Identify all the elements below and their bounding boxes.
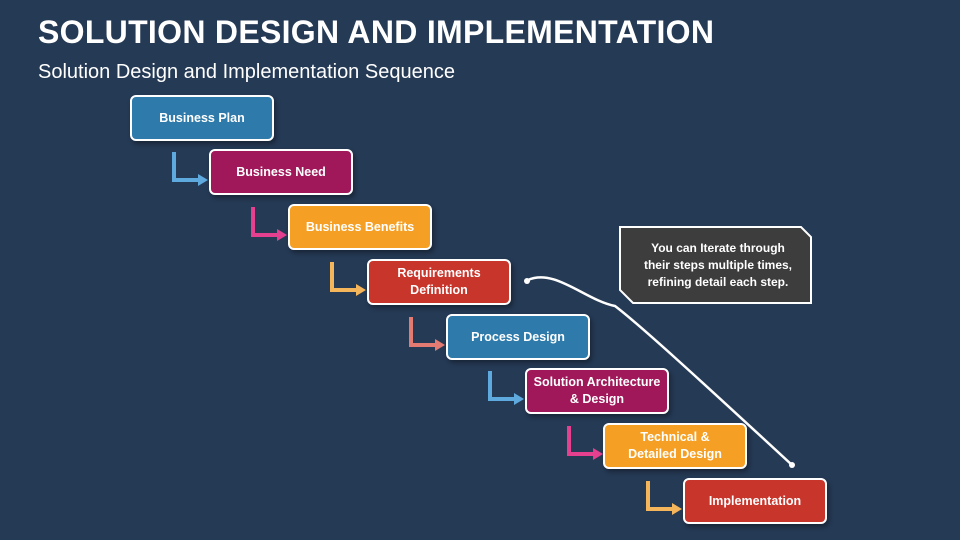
connector-arrow-2 [251, 207, 287, 241]
step-business-benefits: Business Benefits [288, 204, 432, 250]
connector-arrow-5 [488, 371, 524, 405]
connector-arrow-6 [567, 426, 603, 460]
callout-text: You can Iterate through their steps mult… [643, 241, 793, 289]
step-requirements-definition: Requirements Definition [367, 259, 511, 305]
step-solution-architecture: Solution Architecture & Design [525, 368, 669, 414]
step-business-plan: Business Plan [130, 95, 274, 141]
bracket-end-top [524, 278, 530, 284]
connector-arrow-1 [172, 152, 208, 186]
page-subtitle: Solution Design and Implementation Seque… [38, 61, 455, 83]
page-title: SOLUTION DESIGN AND IMPLEMENTATION [38, 14, 715, 50]
step-process-design: Process Design [446, 314, 590, 360]
connector-arrow-3 [330, 262, 366, 296]
callout-bubble [619, 226, 812, 304]
iteration-bracket [527, 276, 793, 466]
connector-arrow-7 [646, 481, 682, 515]
bracket-end-bottom [789, 462, 795, 468]
step-implementation: Implementation [683, 478, 827, 524]
step-business-need: Business Need [209, 149, 353, 195]
step-technical-design: Technical & Detailed Design [603, 423, 747, 469]
connector-arrow-4 [409, 317, 445, 351]
